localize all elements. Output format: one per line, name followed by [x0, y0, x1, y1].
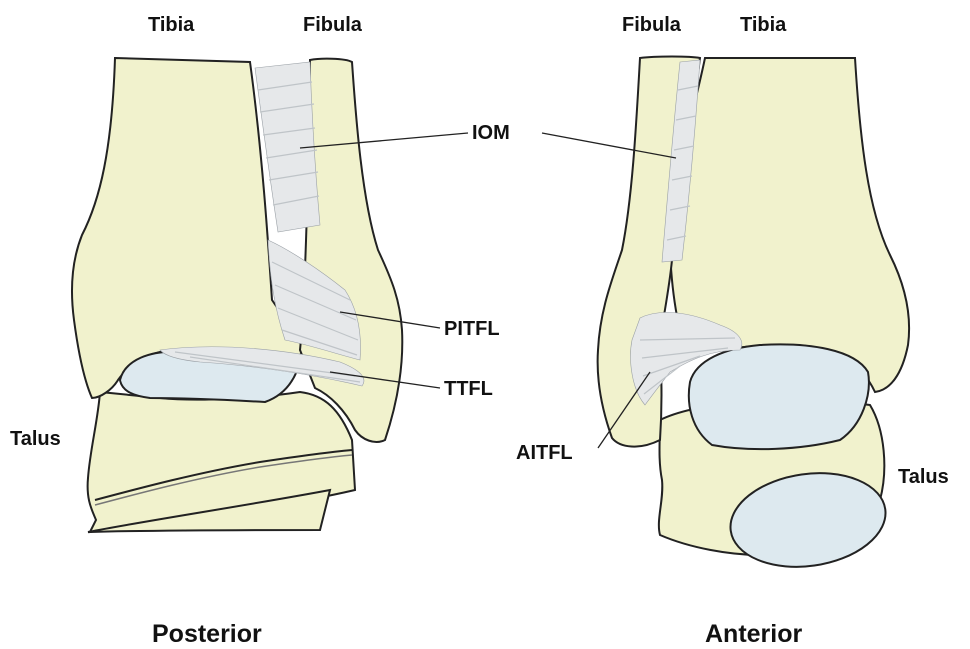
label-ttfl: TTFL — [444, 378, 493, 401]
posterior-fibula-bone — [300, 59, 402, 442]
label-anterior-tibia: Tibia — [740, 14, 786, 37]
anterior-talar-dome — [689, 344, 869, 449]
label-posterior-fibula: Fibula — [303, 14, 362, 37]
label-anterior-fibula: Fibula — [622, 14, 681, 37]
label-aitfl: AITFL — [516, 442, 573, 465]
anterior-view-illustration — [598, 57, 909, 577]
label-pitfl: PITFL — [444, 318, 500, 341]
label-anterior-talus: Talus — [898, 466, 949, 489]
label-posterior-view: Posterior — [152, 620, 262, 649]
posterior-view-illustration — [72, 58, 402, 532]
label-anterior-view: Anterior — [705, 620, 802, 649]
label-iom: IOM — [472, 122, 510, 145]
label-posterior-talus: Talus — [10, 428, 61, 451]
label-posterior-tibia: Tibia — [148, 14, 194, 37]
